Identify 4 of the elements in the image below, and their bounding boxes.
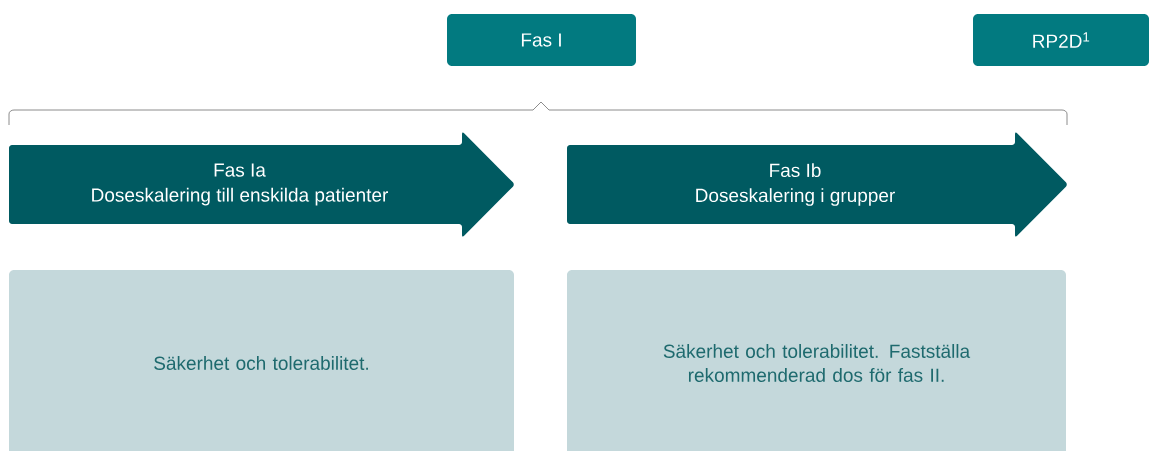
text-panel: Säkerhet och tolerabilitet. Fastställa rekommenderad dos för fas II. <box>567 270 1066 451</box>
label-box: Fas I <box>447 14 636 66</box>
label-box: RP2D$^{1}$ <box>973 14 1149 66</box>
text-panel: Säkerhet och tolerabilitet. <box>9 270 514 451</box>
